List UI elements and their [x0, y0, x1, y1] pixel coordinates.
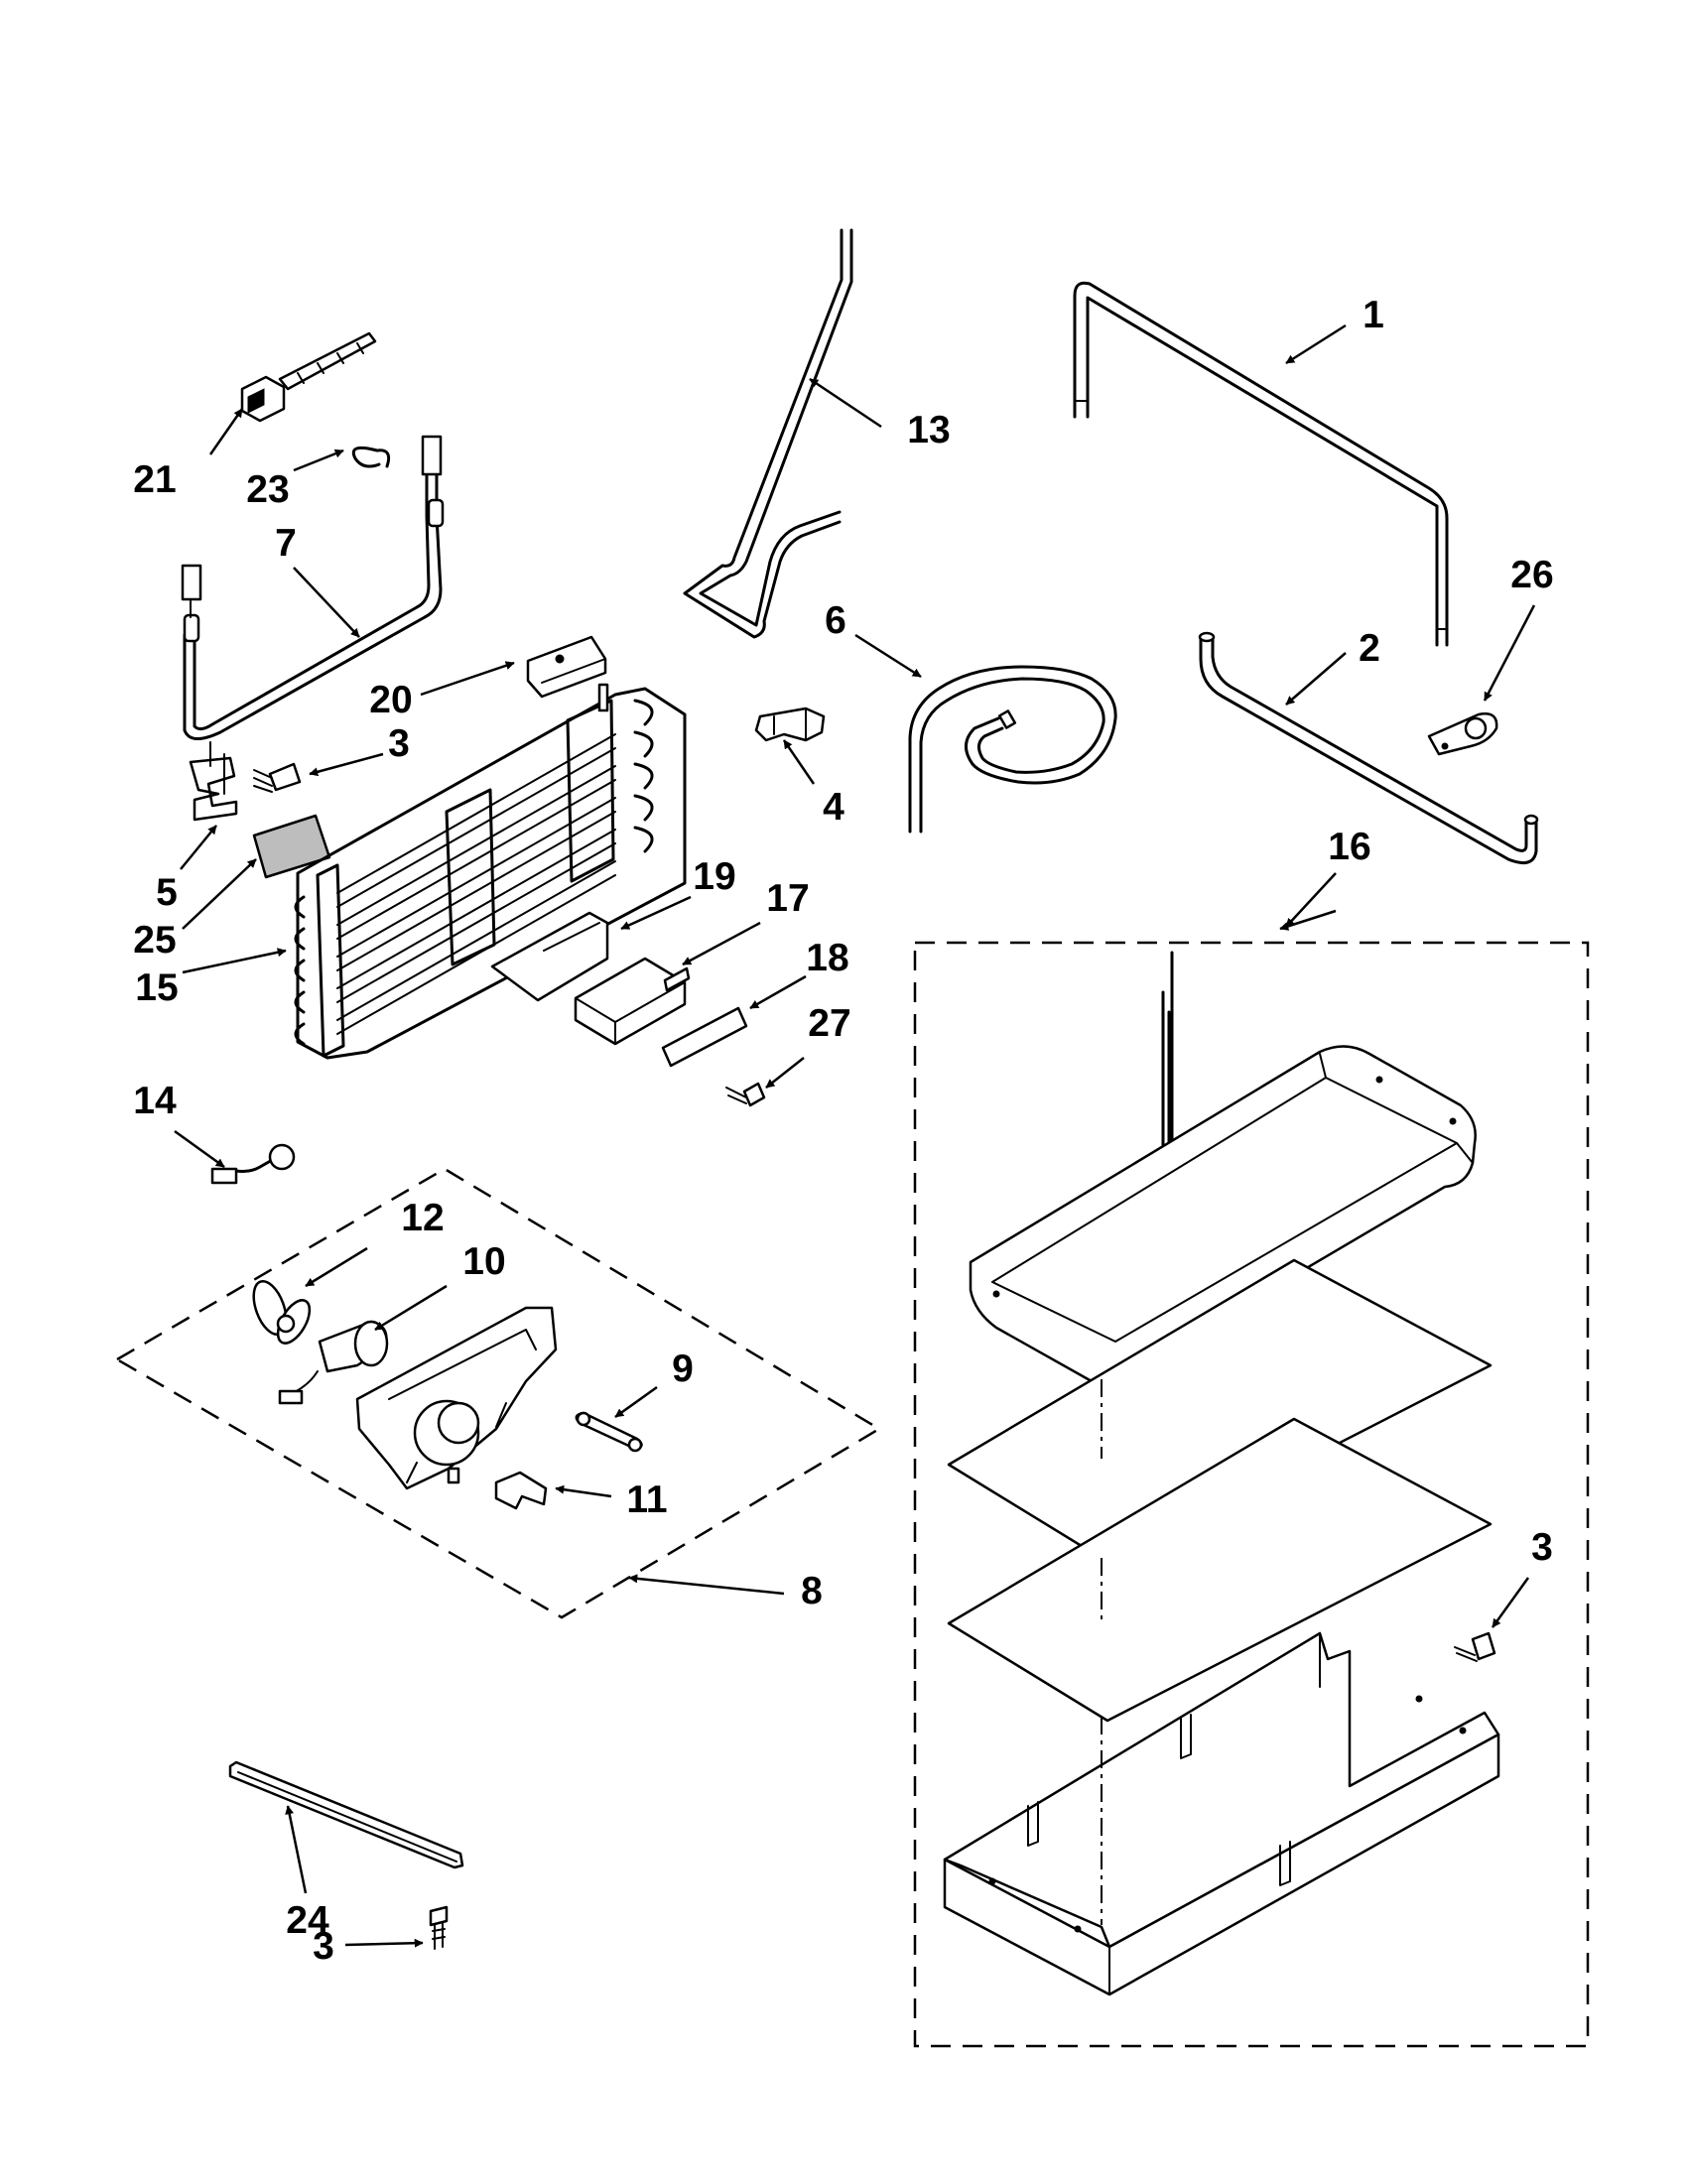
callout-8: 8: [801, 1570, 823, 1612]
part-26-clamp[interactable]: [1427, 712, 1498, 756]
part-17-bracket[interactable]: [574, 957, 691, 1046]
part-7-wire-harness[interactable]: [181, 435, 445, 740]
callout-9: 9: [672, 1348, 694, 1390]
callout-18: 18: [806, 937, 848, 979]
part-21-cable-tie[interactable]: [240, 331, 377, 423]
callout-23: 23: [246, 468, 289, 511]
part-23-clip[interactable]: [351, 446, 391, 468]
part-11-clip[interactable]: [494, 1471, 548, 1510]
part-19-plate[interactable]: [490, 911, 609, 1002]
part-3-screw-bottom[interactable]: [429, 1905, 449, 1950]
part-20-pad[interactable]: [526, 635, 607, 699]
callout-5: 5: [156, 871, 178, 914]
fan-shroud[interactable]: [355, 1306, 558, 1490]
callout-15: 15: [135, 966, 178, 1009]
callout-3b: 3: [313, 1925, 334, 1968]
part-18-cover[interactable]: [661, 1006, 748, 1068]
part-6-tube[interactable]: [908, 665, 1117, 834]
callout-3c: 3: [1531, 1526, 1553, 1569]
part-16-drain-pan[interactable]: [943, 951, 1500, 1996]
callout-17: 17: [766, 877, 809, 920]
leader-lines: [174, 323, 1536, 1948]
callout-27: 27: [808, 1002, 850, 1045]
callout-6: 6: [825, 599, 846, 642]
part-24-strip[interactable]: [228, 1760, 464, 1869]
callout-10: 10: [462, 1240, 505, 1283]
part-25-pad[interactable]: [252, 814, 331, 879]
part-16-assembly-outline: [913, 941, 1590, 2048]
callout-16: 16: [1328, 826, 1370, 868]
callout-1: 1: [1363, 294, 1384, 336]
part-3-screw-top[interactable]: [253, 762, 302, 793]
part-14-sensor[interactable]: [210, 1143, 296, 1185]
callout-14: 14: [133, 1080, 177, 1122]
callout-25: 25: [133, 919, 176, 962]
part-1-tube[interactable]: [1073, 281, 1449, 647]
callout-4: 4: [823, 786, 844, 829]
callout-24: 24: [286, 1899, 329, 1942]
part-2-tube[interactable]: [1198, 631, 1539, 865]
callout-20: 20: [369, 679, 412, 721]
callout-12: 12: [401, 1197, 444, 1239]
callout-11: 11: [626, 1478, 667, 1521]
callout-13: 13: [907, 409, 950, 451]
part-27-screw[interactable]: [725, 1082, 766, 1107]
callout-19: 19: [693, 855, 735, 898]
part-15-evaporator[interactable]: [294, 683, 687, 1060]
callout-3a: 3: [388, 722, 410, 765]
part-13-tube[interactable]: [683, 228, 853, 639]
part-3-screw-right[interactable]: [1454, 1631, 1496, 1662]
part-4-clip[interactable]: [754, 707, 826, 742]
part-9-link[interactable]: [575, 1411, 643, 1453]
callout-26: 26: [1510, 554, 1553, 596]
part-12-fan-blade[interactable]: [247, 1277, 316, 1349]
callout-7: 7: [275, 522, 297, 565]
callout-21: 21: [133, 458, 176, 501]
callout-2: 2: [1359, 627, 1380, 670]
part-10-motor[interactable]: [278, 1320, 389, 1405]
callout-labels: 1 2 13 6 26 4 21 23 7 20 3 5 25 15 19 17…: [133, 294, 1553, 1968]
part-5-bracket[interactable]: [189, 741, 238, 822]
